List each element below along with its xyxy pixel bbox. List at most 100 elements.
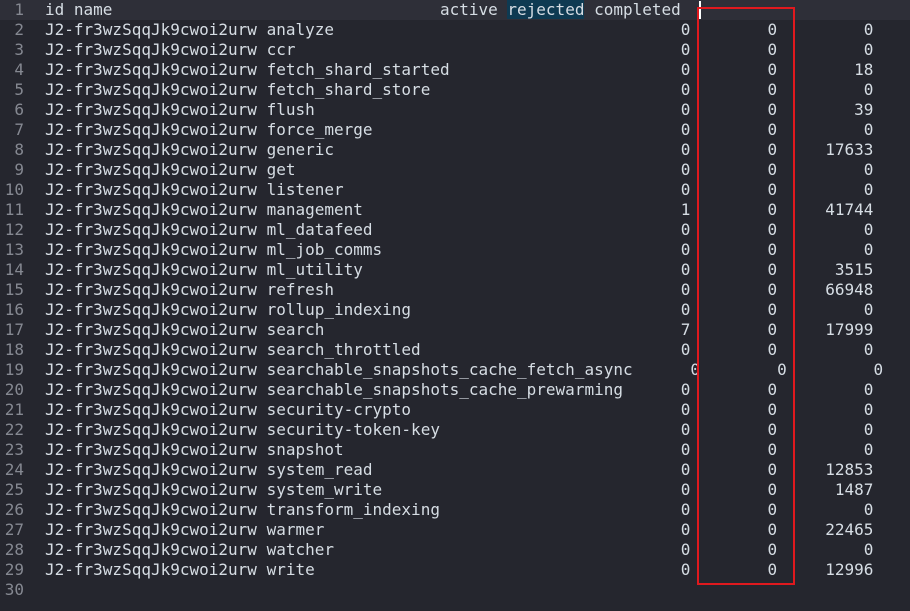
line-number: 24 [4, 460, 24, 479]
cell-rejected: 0 [700, 200, 778, 219]
editor-line: 23 J2-fr3wzSqqJk9cwoi2urw snapshot 0 0 0 [0, 440, 910, 460]
line-number: 21 [4, 400, 24, 419]
line-number: 25 [4, 480, 24, 499]
line-number: 18 [4, 340, 24, 359]
editor-line: 24 J2-fr3wzSqqJk9cwoi2urw system_read 0 0… [0, 460, 910, 480]
cell-rejected: 0 [700, 260, 778, 279]
line-number: 14 [4, 260, 24, 279]
line-number: 1 [14, 0, 24, 19]
line-number: 23 [4, 440, 24, 459]
line-number: 26 [4, 500, 24, 519]
line-text: J2-fr3wzSqqJk9cwoi2urw flush 0 0 39 [45, 100, 874, 119]
cell-rejected: 0 [700, 180, 778, 199]
cell-rejected: 0 [700, 140, 778, 159]
cell-rejected: 0 [709, 360, 787, 379]
cell-rejected: 0 [700, 240, 778, 259]
line-text: J2-fr3wzSqqJk9cwoi2urw get 0 0 0 [45, 160, 874, 179]
line-text: J2-fr3wzSqqJk9cwoi2urw snapshot 0 0 0 [45, 440, 874, 459]
editor-line: 18 J2-fr3wzSqqJk9cwoi2urw search_throttle… [0, 340, 910, 360]
line-number: 19 [4, 360, 24, 379]
editor-line: 7 J2-fr3wzSqqJk9cwoi2urw force_merge 0 0 … [0, 120, 910, 140]
line-text: J2-fr3wzSqqJk9cwoi2urw ml_utility 0 0 35… [45, 260, 874, 279]
editor-line: 26 J2-fr3wzSqqJk9cwoi2urw transform_index… [0, 500, 910, 520]
line-text: J2-fr3wzSqqJk9cwoi2urw system_write 0 0 … [45, 480, 874, 499]
editor-line: 16 J2-fr3wzSqqJk9cwoi2urw rollup_indexing… [0, 300, 910, 320]
editor-line: 6 J2-fr3wzSqqJk9cwoi2urw flush 0 0 39 [0, 100, 910, 120]
editor-line: 21 J2-fr3wzSqqJk9cwoi2urw security-crypto… [0, 400, 910, 420]
editor-line: 30 [0, 580, 910, 600]
cell-rejected: 0 [700, 540, 778, 559]
editor-line: 1 id name active rejected completed [0, 0, 910, 20]
editor-line: 8 J2-fr3wzSqqJk9cwoi2urw generic 0 0 1763… [0, 140, 910, 160]
cell-rejected: 0 [700, 560, 778, 579]
line-number: 30 [4, 580, 24, 599]
line-number: 9 [14, 160, 24, 179]
editor-line: 2 J2-fr3wzSqqJk9cwoi2urw analyze 0 0 0 [0, 20, 910, 40]
cell-rejected: 0 [700, 60, 778, 79]
line-number: 17 [4, 320, 24, 339]
cell-rejected: 0 [700, 300, 778, 319]
line-text: J2-fr3wzSqqJk9cwoi2urw rollup_indexing 0… [45, 300, 874, 319]
line-text: J2-fr3wzSqqJk9cwoi2urw watcher 0 0 0 [45, 540, 874, 559]
line-text: J2-fr3wzSqqJk9cwoi2urw security-crypto 0… [45, 400, 874, 419]
line-number: 2 [14, 20, 24, 39]
line-text: J2-fr3wzSqqJk9cwoi2urw searchable_snapsh… [45, 380, 874, 399]
cell-rejected: 0 [700, 220, 778, 239]
line-text: J2-fr3wzSqqJk9cwoi2urw warmer 0 0 22465 [45, 520, 874, 539]
cell-rejected: 0 [700, 100, 778, 119]
line-number: 5 [14, 80, 24, 99]
line-number: 7 [14, 120, 24, 139]
line-number: 22 [4, 420, 24, 439]
text-cursor [699, 1, 701, 19]
cell-rejected: 0 [700, 440, 778, 459]
cell-rejected: 0 [700, 420, 778, 439]
line-number: 10 [4, 180, 24, 199]
editor-line: 20 J2-fr3wzSqqJk9cwoi2urw searchable_snap… [0, 380, 910, 400]
editor-line: 9 J2-fr3wzSqqJk9cwoi2urw get 0 0 0 [0, 160, 910, 180]
line-text: J2-fr3wzSqqJk9cwoi2urw system_read 0 0 1… [45, 460, 874, 479]
cell-rejected: 0 [700, 120, 778, 139]
line-number: 12 [4, 220, 24, 239]
line-number: 20 [4, 380, 24, 399]
line-number: 13 [4, 240, 24, 259]
cell-rejected: 0 [700, 40, 778, 59]
cell-rejected: 0 [700, 480, 778, 499]
cell-rejected: 0 [700, 460, 778, 479]
line-text: J2-fr3wzSqqJk9cwoi2urw refresh 0 0 66948 [45, 280, 874, 299]
cell-rejected: 0 [700, 400, 778, 419]
line-text: J2-fr3wzSqqJk9cwoi2urw fetch_shard_store… [45, 80, 874, 99]
line-text: J2-fr3wzSqqJk9cwoi2urw fetch_shard_start… [45, 60, 874, 79]
line-text: J2-fr3wzSqqJk9cwoi2urw transform_indexin… [45, 500, 874, 519]
line-text: J2-fr3wzSqqJk9cwoi2urw listener 0 0 0 [45, 180, 874, 199]
line-text: J2-fr3wzSqqJk9cwoi2urw write 0 0 12996 [45, 560, 874, 579]
selected-text: rejected [507, 0, 585, 19]
editor-line: 27 J2-fr3wzSqqJk9cwoi2urw warmer 0 0 2246… [0, 520, 910, 540]
line-number: 27 [4, 520, 24, 539]
line-text: J2-fr3wzSqqJk9cwoi2urw force_merge 0 0 0 [45, 120, 874, 139]
line-text: J2-fr3wzSqqJk9cwoi2urw search 7 0 17999 [45, 320, 874, 339]
cell-rejected: 0 [700, 340, 778, 359]
line-text: id name active rejected completed [45, 0, 681, 19]
line-text: J2-fr3wzSqqJk9cwoi2urw search_throttled … [45, 340, 874, 359]
line-number: 15 [4, 280, 24, 299]
editor-line: 17 J2-fr3wzSqqJk9cwoi2urw search 7 0 1799… [0, 320, 910, 340]
line-number: 6 [14, 100, 24, 119]
editor-line: 15 J2-fr3wzSqqJk9cwoi2urw refresh 0 0 669… [0, 280, 910, 300]
cell-rejected: 0 [700, 280, 778, 299]
line-text: J2-fr3wzSqqJk9cwoi2urw management 1 0 41… [45, 200, 874, 219]
editor-line: 5 J2-fr3wzSqqJk9cwoi2urw fetch_shard_stor… [0, 80, 910, 100]
line-number: 8 [14, 140, 24, 159]
line-text: J2-fr3wzSqqJk9cwoi2urw analyze 0 0 0 [45, 20, 874, 39]
line-number: 16 [4, 300, 24, 319]
cell-rejected: 0 [700, 20, 778, 39]
line-text: J2-fr3wzSqqJk9cwoi2urw generic 0 0 17633 [45, 140, 874, 159]
